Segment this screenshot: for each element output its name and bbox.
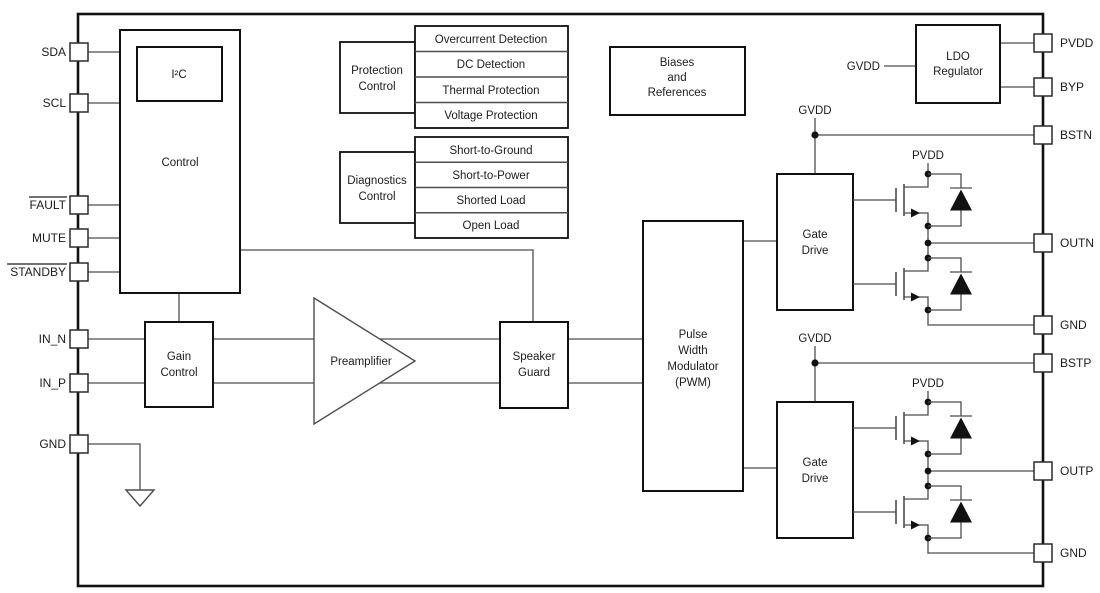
pvdd-bottom-label: PVDD — [912, 378, 944, 390]
pin-gnd: GND — [39, 434, 89, 454]
diagnostics-control-label-2: Control — [358, 191, 395, 203]
pwm-label-1: Pulse — [679, 329, 708, 341]
pin-in-n: IN_N — [39, 329, 89, 349]
ground-symbol — [124, 489, 156, 508]
biases-label-3: References — [648, 87, 707, 99]
diagnostics-item-shorted-load: Shorted Load — [456, 195, 525, 207]
pin-bstn-label: BSTN — [1060, 128, 1092, 142]
pin-standby: STANDBY — [7, 262, 89, 282]
junction-dots — [811, 131, 932, 475]
gate-drive-bottom-label-1: Gate — [803, 457, 828, 469]
gvdd-bottom-label: GVDD — [798, 333, 831, 345]
protection-control-label-1: Protection — [351, 65, 403, 77]
control-label: Control — [161, 157, 198, 169]
gain-label-2: Control — [160, 367, 197, 379]
pin-mute: MUTE — [32, 228, 89, 248]
control-block: Control I²C — [119, 29, 241, 294]
pin-in-p-label: IN_P — [39, 376, 66, 390]
pwm-block: Pulse Width Modulator (PWM) — [642, 220, 744, 492]
gate-drive-bottom-label-2: Drive — [802, 473, 829, 485]
biases-label-2: and — [667, 72, 686, 84]
pin-in-p: IN_P — [39, 373, 89, 393]
pin-byp: BYP — [1033, 77, 1084, 97]
diagnostics-item-open-load: Open Load — [463, 220, 520, 232]
pin-outp: OUTP — [1033, 461, 1093, 481]
pin-outp-label: OUTP — [1060, 464, 1093, 478]
pin-gnd-n: GND — [1033, 315, 1087, 335]
mosfet-low-side-p — [852, 481, 973, 543]
mosfet-low-side-n — [852, 253, 973, 315]
gain-control-block: Gain Control — [144, 321, 214, 408]
preamplifier-label: Preamplifier — [330, 356, 392, 368]
pwm-label-3: Modulator — [667, 361, 718, 373]
ldo-regulator-block: LDO Regulator — [915, 24, 1001, 104]
mosfet-high-side-n — [852, 169, 973, 231]
pin-bstn: BSTN — [1033, 125, 1092, 145]
pin-gnd-p-label: GND — [1060, 546, 1087, 560]
gate-drive-top-block: Gate Drive — [776, 173, 854, 311]
pin-scl: SCL — [43, 93, 89, 113]
diagnostics-items-stack: Short-to-Ground Short-to-Power Shorted L… — [414, 136, 569, 239]
gvdd-top-label: GVDD — [798, 105, 831, 117]
preamplifier-block: Preamplifier — [313, 296, 417, 426]
pin-pvdd-label: PVDD — [1060, 36, 1094, 50]
ldo-label-2: Regulator — [933, 66, 983, 78]
pin-in-n-label: IN_N — [39, 332, 66, 346]
pin-sda: SDA — [41, 42, 89, 62]
pwm-label-2: Width — [678, 345, 707, 357]
ldo-label-1: LDO — [946, 51, 970, 63]
pin-gnd-n-label: GND — [1060, 318, 1087, 332]
pin-gnd-label: GND — [39, 437, 66, 451]
speaker-guard-label-2: Guard — [518, 367, 550, 379]
speaker-guard-block: Speaker Guard — [499, 321, 569, 409]
protection-item-dc: DC Detection — [457, 59, 525, 71]
speaker-guard-label-1: Speaker — [513, 351, 556, 363]
gvdd-ldo-label: GVDD — [847, 61, 880, 73]
pin-bstp: BSTP — [1033, 353, 1091, 373]
pvdd-top-label: PVDD — [912, 150, 944, 162]
net-labels: GVDD GVDD GVDD PVDD PVDD — [798, 61, 944, 390]
mosfet-high-side-p — [852, 397, 973, 459]
pwm-label-4: (PWM) — [675, 377, 711, 389]
protection-control-label-2: Control — [358, 81, 395, 93]
protection-item-overcurrent: Overcurrent Detection — [435, 34, 548, 46]
diagnostics-control-block: Diagnostics Control — [339, 151, 416, 224]
pin-scl-label: SCL — [43, 96, 67, 110]
gain-label-1: Gain — [167, 351, 191, 363]
pin-fault: FAULT — [29, 195, 89, 215]
i2c-label: I²C — [171, 69, 186, 81]
gate-drive-top-label-2: Drive — [802, 245, 829, 257]
pin-outn-label: OUTN — [1060, 236, 1094, 250]
i2c-block — [136, 46, 223, 102]
diagnostics-item-short-to-power: Short-to-Power — [452, 170, 530, 182]
pin-fault-label: FAULT — [30, 198, 67, 212]
biases-label-1: Biases — [660, 57, 695, 69]
biases-references-block: Biases and References — [609, 46, 746, 116]
chip-outline — [76, 12, 1045, 588]
protection-item-thermal: Thermal Protection — [442, 85, 539, 97]
pin-pvdd: PVDD — [1033, 33, 1094, 53]
pin-gnd-p: GND — [1033, 543, 1087, 563]
pin-sda-label: SDA — [41, 45, 66, 59]
protection-items-stack: Overcurrent Detection DC Detection Therm… — [414, 25, 569, 129]
protection-item-voltage: Voltage Protection — [444, 110, 537, 122]
gate-drive-top-label-1: Gate — [803, 229, 828, 241]
pin-byp-label: BYP — [1060, 80, 1084, 94]
diagnostics-item-short-to-ground: Short-to-Ground — [449, 145, 532, 157]
gate-drive-bottom-block: Gate Drive — [776, 401, 854, 539]
pin-outn: OUTN — [1033, 233, 1094, 253]
pin-standby-label: STANDBY — [10, 265, 66, 279]
pin-mute-label: MUTE — [32, 231, 66, 245]
diagnostics-control-label-1: Diagnostics — [347, 175, 407, 187]
protection-control-block: Protection Control — [339, 41, 416, 114]
pin-bstp-label: BSTP — [1060, 356, 1091, 370]
